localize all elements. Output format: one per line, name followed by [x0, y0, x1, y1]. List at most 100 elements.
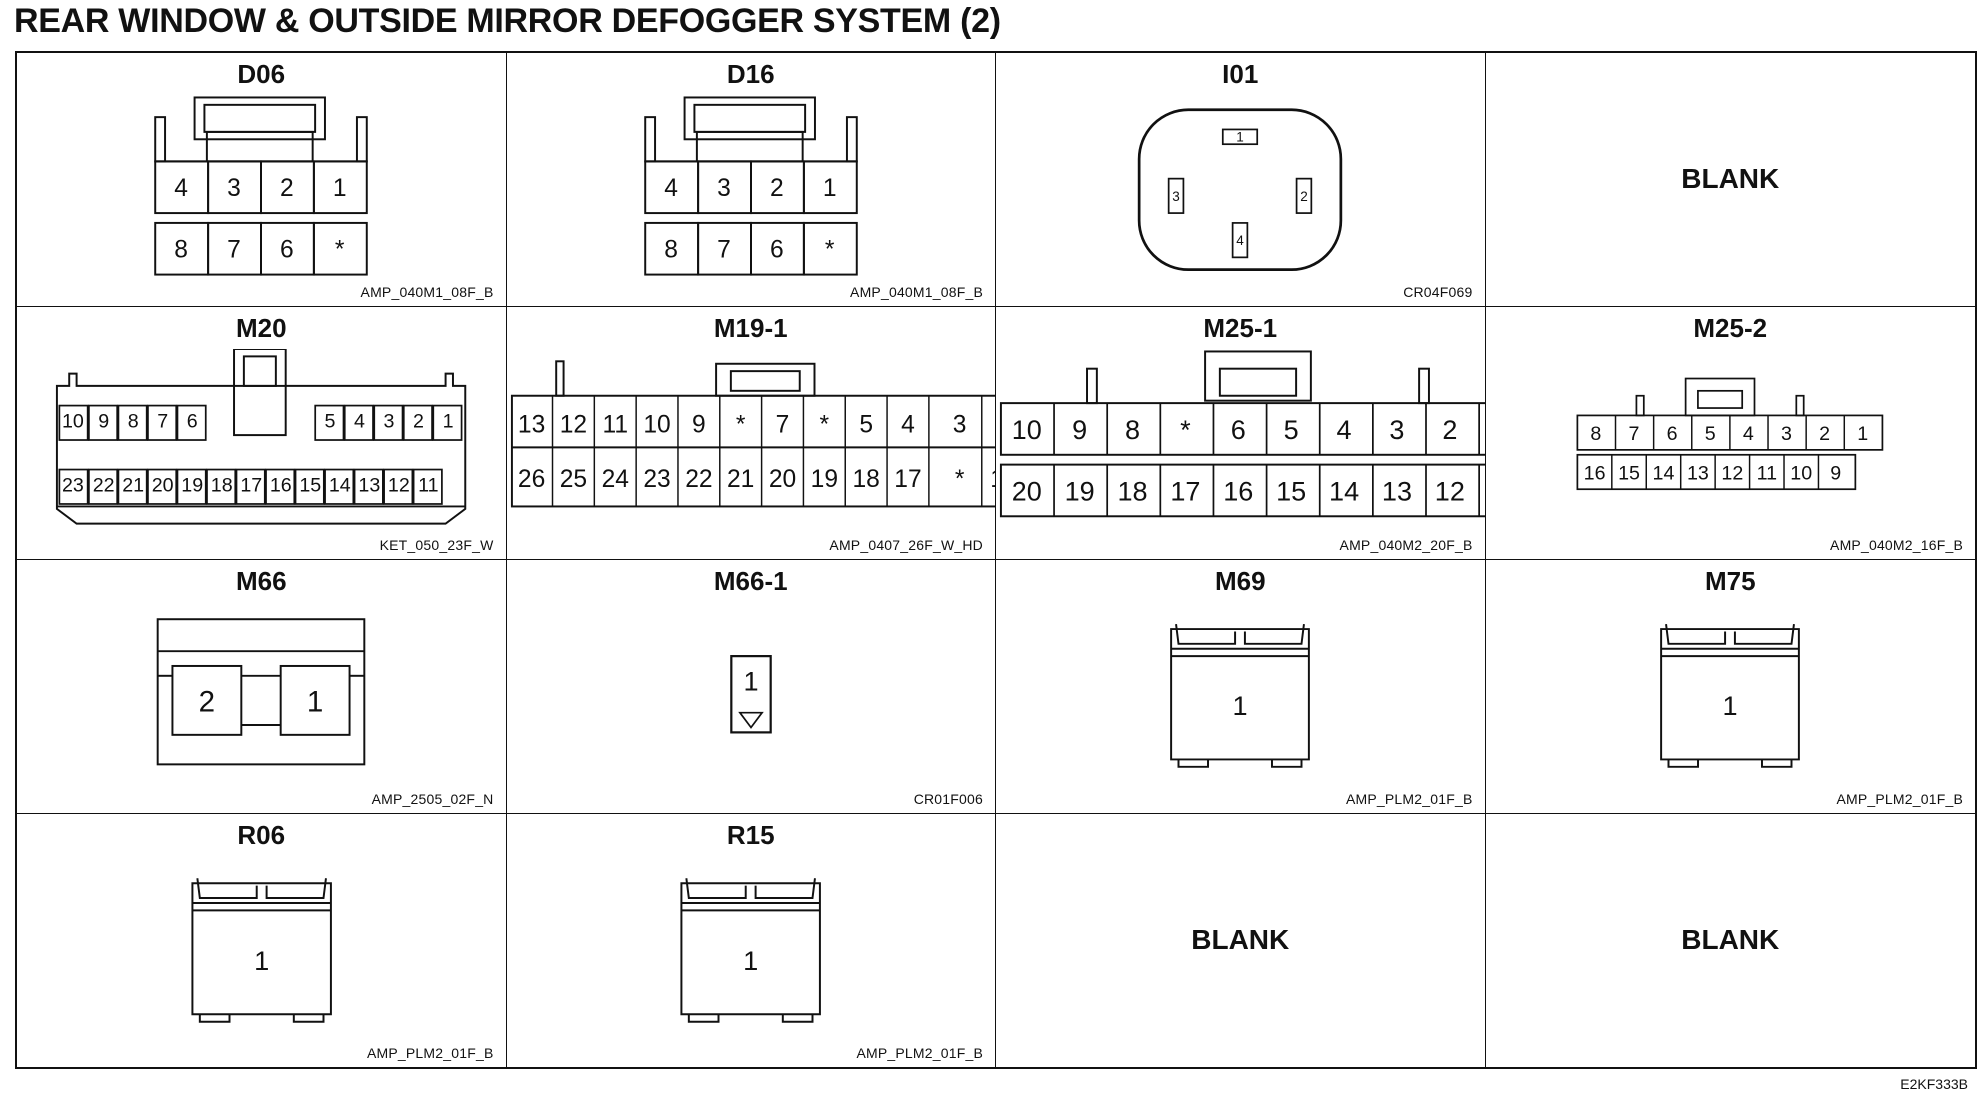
connector-drawing-m66-1: 1: [507, 602, 996, 787]
pin: 24: [601, 465, 628, 492]
pin: *: [819, 411, 829, 438]
pin: 3: [1173, 189, 1181, 204]
pin: 17: [240, 474, 262, 496]
pin: 1: [1236, 130, 1244, 145]
pin: *: [825, 236, 835, 263]
pin: 12: [559, 411, 586, 438]
pin: 12: [388, 474, 410, 496]
pin: 21: [727, 465, 754, 492]
pin: 2: [1442, 414, 1457, 444]
connector-code: AMP_0407_26F_W_HD: [829, 537, 983, 553]
pin: 7: [1629, 423, 1640, 445]
connector-svg: 4 3 2 1 8 7 6 *: [643, 96, 858, 276]
pin: 9: [1072, 414, 1087, 444]
connector-drawing-m75: 1: [1486, 602, 1976, 787]
connector-name: D16: [726, 59, 775, 89]
pin: 11: [1757, 462, 1777, 484]
connector-code: AMP_PLM2_01F_B: [856, 1045, 983, 1061]
connector-svg: 1: [1170, 624, 1311, 768]
pin: 1: [1858, 423, 1869, 445]
pin-cavity: [294, 468, 325, 505]
pin: *: [335, 236, 345, 263]
pin: 3: [384, 410, 395, 432]
pin: 8: [128, 410, 139, 432]
pin-cavity: [147, 404, 178, 441]
connector-name: I01: [1222, 59, 1259, 89]
pin: 2: [1819, 423, 1830, 445]
pin: 22: [685, 465, 712, 492]
pin: 16: [270, 474, 292, 496]
pin: 4: [1337, 414, 1352, 444]
page-title: REAR WINDOW & OUTSIDE MIRROR DEFOGGER SY…: [14, 2, 1001, 40]
cell-blank: BLANK: [1485, 53, 1975, 307]
pin: 15: [300, 474, 322, 496]
connector-name: R15: [726, 819, 775, 850]
cell-d06: D06 4 3 2 1: [17, 53, 507, 307]
pin-cavity: [403, 404, 434, 441]
pin: 2: [1300, 189, 1308, 204]
pin: 4: [901, 411, 915, 438]
pin: 1: [333, 175, 347, 202]
pin: 2: [199, 685, 215, 718]
pin: 4: [354, 410, 365, 432]
pin: 8: [1591, 423, 1602, 445]
cell-m25-1: M25-1 10 9 8 * 6 5 4 3: [996, 306, 1486, 560]
connector-code: CR01F006: [913, 790, 983, 807]
pin-cavity: [176, 404, 207, 441]
cell-r06: R06 1 AMP_PLM2_01F_B: [17, 813, 507, 1067]
connector-code: AMP_040M2_16F_B: [1830, 537, 1963, 553]
pin-cavity: [344, 404, 375, 441]
pin-cavity: [383, 468, 414, 505]
pin: 10: [62, 410, 84, 432]
cell-m66: M66 2 1 AMP_2505_02F_N: [17, 560, 507, 814]
pin: 1: [254, 944, 269, 975]
pin: 13: [359, 474, 381, 496]
connector-code: AMP_040M2_20F_B: [1339, 537, 1473, 553]
pin: 17: [894, 465, 921, 492]
cell-i01: I01 1 2 3 4 CR04F069: [996, 53, 1486, 307]
pin: 16: [1223, 476, 1253, 506]
pin: 14: [1653, 462, 1675, 484]
cell-m75: M75 1 AMP_PLM2_01F_B: [1485, 560, 1976, 814]
pin: 16: [1584, 462, 1606, 484]
cell-blank: BLANK: [996, 813, 1486, 1067]
pin: 6: [1667, 423, 1678, 445]
cell-r15: R15 1 AMP_PLM2_01F_B: [507, 813, 996, 1067]
pin: 19: [810, 465, 837, 492]
pin: 1: [743, 667, 758, 697]
connector-svg: 1: [191, 877, 332, 1023]
pin: 5: [1284, 414, 1299, 444]
pin: 20: [152, 474, 174, 496]
connector-drawing-i01: 1 2 3 4: [996, 95, 1485, 280]
pin: 3: [1389, 414, 1404, 444]
connector-name: M66-1: [713, 566, 788, 596]
connector-name: M75: [1704, 566, 1756, 596]
connector-svg: 2 1: [156, 618, 366, 766]
pin: 1: [1233, 691, 1248, 721]
pin: 23: [62, 474, 84, 496]
pin: 15: [1276, 476, 1306, 506]
pin: 14: [1329, 476, 1359, 506]
connector-name: M20: [235, 312, 287, 343]
connector-svg: 1: [729, 655, 772, 734]
pin: 3: [227, 175, 241, 202]
pin: 18: [1117, 476, 1147, 506]
pin-cavity: [206, 468, 237, 505]
pin: 3: [717, 175, 731, 202]
pin: 15: [990, 465, 996, 492]
connector-drawing-d06: 4 3 2 1 8 7 6 *: [17, 95, 506, 280]
pin-cavity: [412, 468, 443, 505]
pin: 10: [643, 411, 670, 438]
connector-code: AMP_PLM2_01F_B: [1345, 790, 1473, 807]
pin: 21: [122, 474, 144, 496]
cell-d16: D16 4 3 2 1: [506, 53, 996, 307]
pin: 22: [93, 474, 115, 496]
pin: *: [735, 411, 745, 438]
connector-svg: 4 3 2 1 8 7 6 *: [154, 96, 369, 276]
connector-drawing-r06: 1: [17, 856, 506, 1042]
connector-drawing-m66: 2 1: [17, 602, 506, 787]
pin-cavity: [314, 404, 345, 441]
connector-code: KET_050_23F_W: [379, 537, 494, 553]
connector-code: AMP_2505_02F_N: [371, 790, 494, 807]
pin: 4: [1743, 423, 1754, 445]
